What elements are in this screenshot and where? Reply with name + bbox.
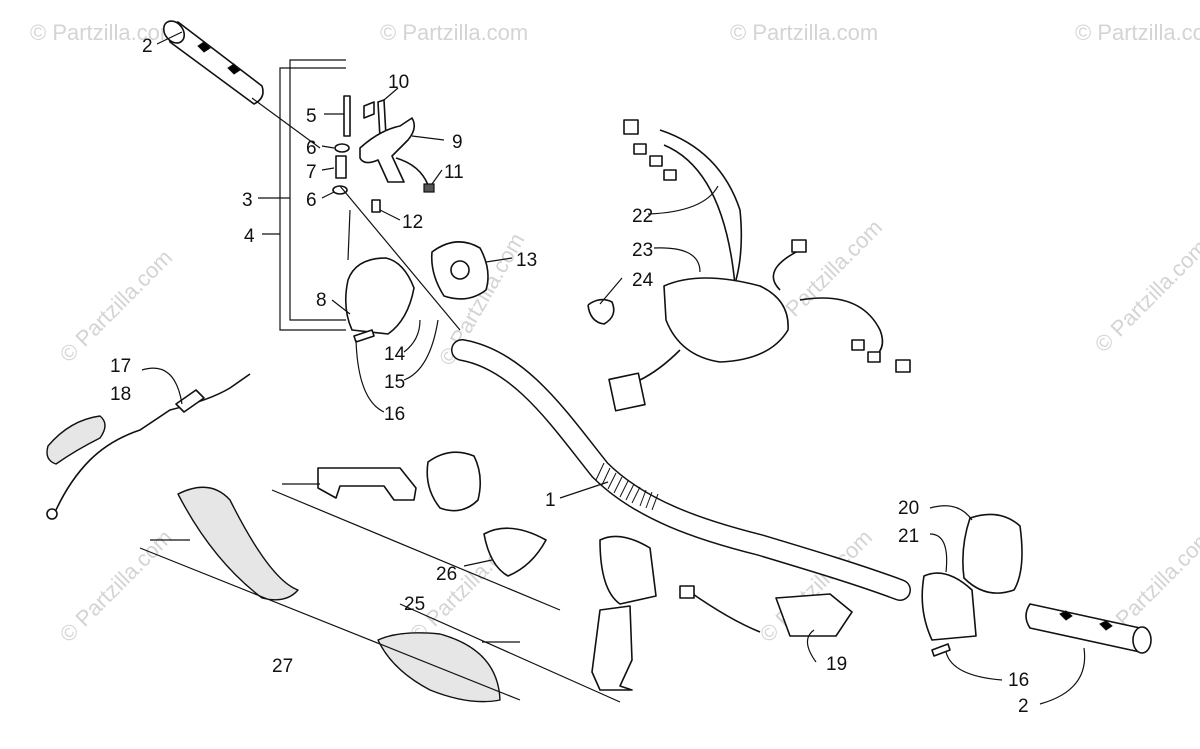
right-control-pod: [679, 513, 1023, 657]
callout-6: 6: [306, 190, 317, 211]
callout-26: 26: [436, 564, 457, 585]
callout-20: 20: [898, 498, 919, 519]
throttle-lever-parts: [332, 95, 435, 213]
callout-2: 2: [1018, 696, 1029, 717]
callout-17: 17: [110, 356, 131, 377]
callout-15: 15: [384, 372, 405, 393]
left-grip: [162, 20, 264, 105]
callout-11: 11: [444, 162, 464, 183]
callout-6: 6: [306, 138, 317, 159]
handguard-brackets: [317, 451, 657, 691]
callout-16: 16: [1008, 670, 1029, 691]
watermark: © Partzilla.com: [30, 20, 178, 45]
right-grip: [1025, 603, 1152, 654]
throttle-housing: [344, 241, 489, 343]
callout-5: 5: [306, 106, 317, 127]
callout-19: 19: [826, 654, 847, 675]
callout-9: 9: [452, 132, 463, 153]
watermark: © Partzilla.com: [380, 20, 528, 45]
callout-16: 16: [384, 404, 405, 425]
callout-7: 7: [306, 162, 317, 183]
callout-3: 3: [242, 190, 253, 211]
callout-22: 22: [632, 206, 653, 227]
callout-13: 13: [516, 250, 537, 271]
handlebar: [451, 339, 911, 601]
callout-25: 25: [404, 594, 425, 615]
callout-21: 21: [898, 526, 919, 547]
callout-12: 12: [402, 212, 423, 233]
throttle-cable: [46, 373, 251, 520]
callout-18: 18: [110, 384, 131, 405]
callout-27: 27: [272, 656, 293, 677]
watermark: © Partzilla.com: [730, 20, 878, 45]
leader-lines: [139, 31, 1086, 705]
callout-8: 8: [316, 290, 327, 311]
callout-2: 2: [142, 36, 153, 57]
watermark: © Partzilla.com: [55, 525, 178, 648]
callout-labels: 2 3 4 5 6 7 6 8 9 10 11 12 13 14 15 16 1…: [110, 36, 1029, 717]
callout-14: 14: [384, 344, 406, 365]
watermark: © Partzilla.com: [1090, 235, 1200, 358]
wiring-harness: [587, 119, 911, 412]
watermark: © Partzilla.com: [1075, 20, 1200, 45]
callout-1: 1: [545, 490, 556, 511]
assembly-bracket: [279, 59, 346, 331]
callout-24: 24: [632, 270, 654, 291]
callout-23: 23: [632, 240, 653, 261]
watermark: © Partzilla.com: [55, 245, 178, 368]
callout-4: 4: [244, 226, 255, 247]
callout-10: 10: [388, 72, 409, 93]
